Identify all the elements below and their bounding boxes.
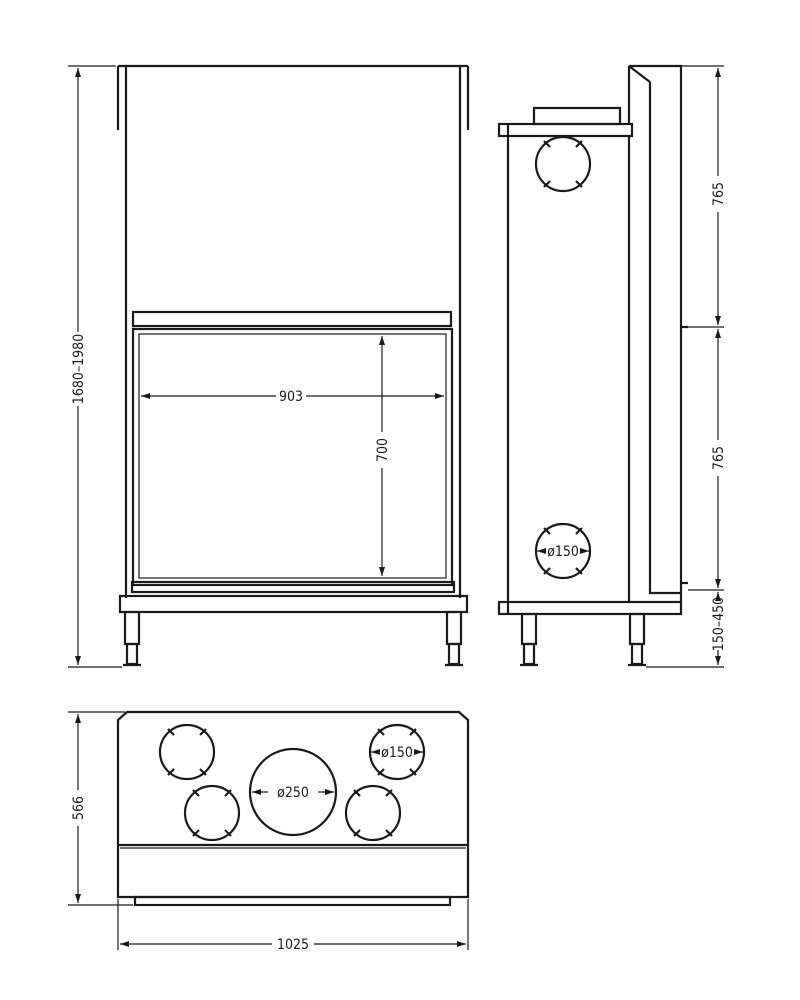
top-view: ø150 ø250 566 102 — [68, 710, 470, 953]
dim-side-chain: 765 765 150–450 — [646, 65, 727, 668]
top-pipe-rear-left — [158, 723, 216, 781]
dim-label-legs: 150–450 — [711, 597, 727, 651]
dim-label-depth: 566 — [71, 796, 87, 820]
dim-label-width: 1025 — [277, 937, 309, 953]
front-body — [118, 320, 469, 614]
top-pipe-center: ø250 — [248, 747, 338, 837]
side-legs — [520, 612, 646, 667]
top-center-pipe-label: ø250 — [277, 785, 309, 801]
side-pipe-label: ø150 — [547, 544, 579, 560]
front-hood — [116, 64, 470, 320]
front-view: 1680–1980 903 700 — [68, 64, 470, 668]
top-pipe-label: ø150 — [381, 745, 413, 761]
dim-front-height: 1680–1980 — [68, 65, 122, 668]
side-body — [497, 64, 688, 616]
front-ledge — [131, 310, 453, 328]
top-pipe-rear-right: ø150 — [368, 723, 426, 781]
side-view: ø150 765 765 150–450 — [497, 64, 727, 668]
side-pipe-lower: ø150 — [534, 522, 592, 580]
dim-label-upper: 765 — [711, 182, 727, 206]
top-body — [116, 710, 470, 907]
dim-top-depth: 566 — [68, 711, 133, 906]
front-legs — [123, 610, 463, 667]
side-top-collar — [532, 106, 622, 126]
dim-top-width: 1025 — [117, 899, 469, 953]
top-pipe-front-right — [344, 784, 402, 842]
dim-opening-width: 903 — [141, 389, 444, 405]
dim-label-lower: 765 — [711, 446, 727, 470]
dim-label-opening-height: 700 — [375, 438, 391, 462]
top-pipe-front-left — [183, 784, 241, 842]
dim-opening-height: 700 — [375, 336, 391, 576]
side-pipe-upper — [534, 135, 592, 193]
dim-label-opening-width: 903 — [279, 389, 303, 405]
dim-label-height: 1680–1980 — [71, 334, 87, 404]
